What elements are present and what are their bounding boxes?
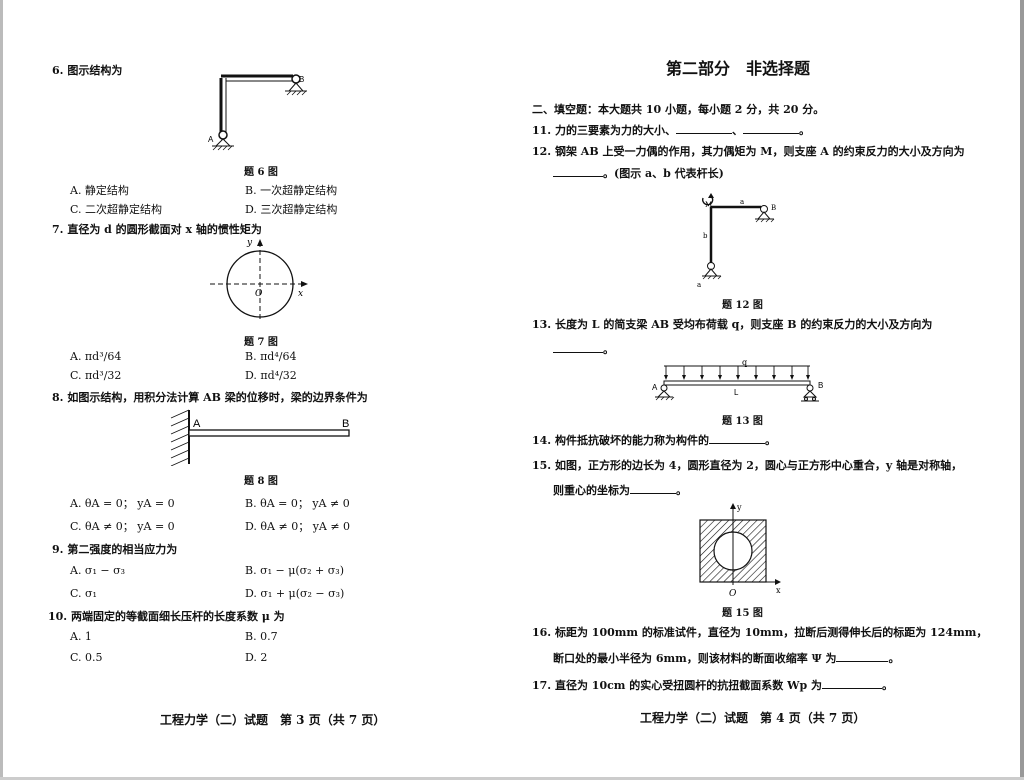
q11-blank-2 [742, 123, 799, 134]
q9-option-d: D. σ₁ + μ(σ₂ − σ₃) [245, 587, 345, 600]
q16-line2-text: 断口处的最小半径为 6mm，则该材料的断面收缩率 Ψ 为 [553, 652, 837, 665]
q17-text: 17. 直径为 10cm 的实心受扭圆杆的抗扭截面系数 Wp 为 [532, 679, 822, 692]
q15-label-o: O [729, 589, 737, 598]
q7-caption: 题 7 图 [244, 337, 278, 348]
q6-caption: 题 6 图 [244, 167, 278, 178]
q15-line1: 15. 如图，正方形的边长为 4，圆形直径为 2，圆心与正方形中心重合，y 轴是… [532, 459, 963, 472]
q6-label-b: B [299, 75, 304, 84]
q13-line2: 。 [553, 341, 614, 357]
q6-frame-figure: B A [208, 74, 307, 151]
q12-label-m: M [705, 201, 712, 209]
q7-option-b: B. πd⁴/64 [245, 350, 297, 363]
q8-label-b: B [342, 418, 349, 430]
q7-option-d: D. πd⁴/32 [245, 369, 297, 382]
q16-line2: 断口处的最小半径为 6mm，则该材料的断面收缩率 Ψ 为 。 [553, 650, 899, 666]
q6-option-c: C. 二次超静定结构 [70, 203, 163, 216]
q12-label-support-b: B [771, 204, 776, 212]
q13-line1: 13. 长度为 L 的简支梁 AB 受均布荷载 q，则支座 B 的约束反力的大小… [532, 318, 933, 331]
q16-blank [836, 651, 889, 662]
q7-option-c: C. πd³/32 [70, 369, 122, 382]
q6-label-a: A [208, 135, 214, 144]
q8-option-b: B. θA = 0； yA ≠ 0 [245, 497, 350, 510]
part-title: 第二部分 非选择题 [666, 59, 811, 78]
q12-label-b: b [703, 232, 708, 240]
q13-line2-text: 。 [603, 343, 614, 356]
q11-text: 11. 力的三要素为力的大小、 [532, 124, 676, 137]
q13-caption: 题 13 图 [722, 416, 763, 427]
q8-label-a: A [193, 418, 201, 430]
q7-label-y: y [246, 238, 253, 248]
left-page-footer: 工程力学（二）试题 第 3 页（共 7 页） [160, 713, 386, 727]
q15-label-y: y [736, 503, 742, 512]
q17-end: 。 [881, 679, 893, 692]
q7-label-x: x [298, 289, 303, 299]
q8-caption: 题 8 图 [244, 476, 278, 487]
q16-end: 。 [888, 652, 900, 665]
q7-circle-figure: y x O [210, 238, 308, 320]
q10-option-d: D. 2 [245, 651, 268, 664]
q8-option-c: C. θA ≠ 0； yA = 0 [70, 520, 175, 533]
q8-option-a: A. θA = 0； yA = 0 [70, 497, 175, 510]
q15-blank [630, 483, 676, 494]
q14-blank [708, 433, 765, 444]
q9-stem: 9. 第二强度的相当应力为 [52, 543, 178, 556]
q17: 17. 直径为 10cm 的实心受扭圆杆的抗扭截面系数 Wp 为 。 [532, 677, 893, 693]
q13-label-q: q [742, 360, 747, 367]
q12-caption: 题 12 图 [722, 300, 763, 311]
q12-frame-figure: M a b B a [697, 193, 776, 289]
q13-label-l: L [734, 388, 739, 397]
q6-stem: 6. 图示结构为 [52, 64, 123, 77]
q17-blank [821, 678, 882, 689]
q10-option-c: C. 0.5 [70, 651, 103, 664]
q12-label-a: a [740, 198, 744, 206]
q12-label-support-a: a [697, 281, 701, 289]
q15-line2: 则重心的坐标为 。 [553, 482, 687, 498]
q15-label-x: x [776, 586, 781, 595]
q10-option-b: B. 0.7 [245, 630, 278, 643]
q8-cantilever-figure: A B [170, 409, 350, 466]
scan-edge-right [1020, 0, 1024, 780]
q12-line2-text: 。(图示 a、b 代表杆长) [603, 167, 724, 180]
q7-stem: 7. 直径为 d 的圆形截面对 x 轴的惯性矩为 [52, 223, 262, 236]
q11: 11. 力的三要素为力的大小、 、 。 [532, 122, 810, 138]
q11-end: 。 [798, 124, 810, 137]
q7-label-o: O [255, 289, 263, 299]
q10-option-a: A. 1 [70, 630, 92, 643]
q12-line1: 12. 钢架 AB 上受一力偶的作用，其力偶矩为 M，则支座 A 的约束反力的大… [532, 145, 965, 158]
scan-edge-bottom [0, 777, 1024, 780]
q6-option-b: B. 一次超静定结构 [245, 184, 338, 197]
q12-line2: 。(图示 a、b 代表杆长) [553, 165, 724, 181]
q13-label-a: A [652, 383, 658, 392]
q15-square-figure: y x O [699, 503, 781, 598]
q10-stem: 10. 两端固定的等截面细长压杆的长度系数 μ 为 [48, 610, 285, 623]
q8-stem: 8. 如图示结构，用积分法计算 AB 梁的位移时，梁的边界条件为 [52, 391, 368, 404]
q11-sep: 、 [731, 124, 743, 137]
q13-beam-figure: q A B L [652, 360, 823, 402]
q7-option-a: A. πd³/64 [70, 350, 122, 363]
right-page-footer: 工程力学（二）试题 第 4 页（共 7 页） [640, 711, 866, 725]
q9-option-a: A. σ₁ − σ₃ [70, 564, 125, 577]
q11-blank-1 [675, 123, 732, 134]
q8-option-d: D. θA ≠ 0； yA ≠ 0 [245, 520, 351, 533]
q6-option-d: D. 三次超静定结构 [245, 203, 338, 216]
section-heading: 二、填空题：本大题共 10 小题，每小题 2 分，共 20 分。 [532, 103, 825, 116]
q15-line2-text: 则重心的坐标为 [553, 484, 630, 497]
q6-option-a: A. 静定结构 [70, 184, 129, 197]
q13-blank [553, 342, 603, 353]
q12-blank [553, 166, 603, 177]
q15-caption: 题 15 图 [722, 608, 763, 619]
q16-line1: 16. 标距为 100mm 的标准试件，直径为 10mm，拉断后测得伸长后的标距… [532, 626, 988, 639]
q9-option-c: C. σ₁ [70, 587, 97, 600]
q14: 14. 构件抵抗破坏的能力称为构件的 。 [532, 432, 776, 448]
q13-label-b: B [818, 381, 823, 390]
q15-end: 。 [676, 484, 687, 497]
scan-edge-left [0, 0, 3, 780]
q9-option-b: B. σ₁ − μ(σ₂ + σ₃) [245, 564, 344, 577]
q14-text: 14. 构件抵抗破坏的能力称为构件的 [532, 434, 709, 447]
q14-end: 。 [764, 434, 776, 447]
